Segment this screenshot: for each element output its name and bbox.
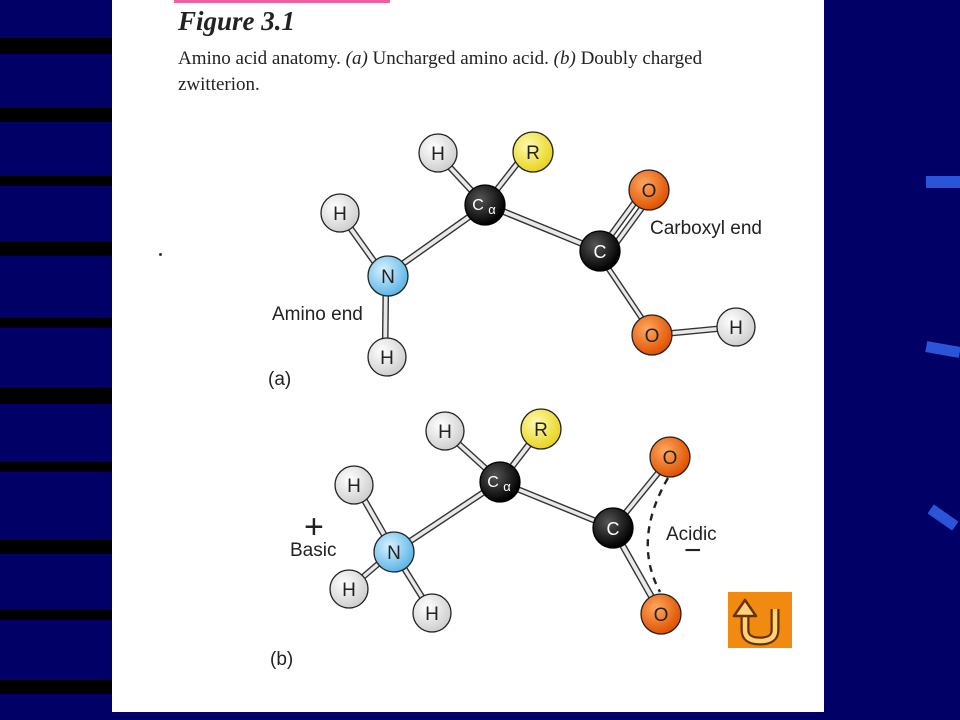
carbon-atom: C xyxy=(579,230,621,272)
bg-stripe xyxy=(0,610,112,620)
panel-a-label: (a) xyxy=(268,369,291,390)
r-group-atom: R xyxy=(520,408,562,450)
carbon-alpha-atom: C α xyxy=(479,461,521,503)
bg-stripe xyxy=(0,38,112,54)
carboxyl-end-label: Carboxyl end xyxy=(650,218,762,239)
panel-a: H R H N H C α xyxy=(268,131,762,390)
amino-end-label: Amino end xyxy=(272,304,363,325)
pink-rule xyxy=(174,0,390,3)
atom-label: H xyxy=(431,144,445,165)
oxygen-atom: O xyxy=(631,314,673,356)
atom-label: O xyxy=(645,326,660,347)
bg-stripe xyxy=(0,318,112,328)
atom-label: C xyxy=(472,197,484,214)
panel-b-label: (b) xyxy=(270,649,293,670)
panel-b: H R H N H H C xyxy=(270,408,717,670)
carbon-alpha-atom: C α xyxy=(464,184,506,226)
plus-sign: + xyxy=(304,508,324,546)
hydrogen-atom: H xyxy=(320,193,360,233)
bg-stripe xyxy=(0,462,112,472)
hydrogen-atom: H xyxy=(418,133,458,173)
molecule-diagram: H R H N H C α xyxy=(268,131,762,670)
bg-stripe xyxy=(0,540,112,554)
u-turn-arrow-icon xyxy=(732,598,780,646)
nitrogen-atom: N xyxy=(373,531,415,573)
oxygen-atom: O xyxy=(649,436,691,478)
caption-b-marker: (b) xyxy=(553,48,576,69)
r-group-atom: R xyxy=(512,131,554,173)
acidic-label: Acidic xyxy=(666,524,717,545)
atom-label: H xyxy=(729,318,743,339)
caption-lead: Amino acid anatomy. xyxy=(178,48,341,69)
bg-stripe xyxy=(0,108,112,122)
atom-label: C xyxy=(594,242,607,262)
atom-subscript: α xyxy=(503,479,511,494)
caption-b-text: Doubly charged xyxy=(580,48,703,69)
atom-label: O xyxy=(654,605,669,626)
oxygen-atom: O xyxy=(628,169,670,211)
hydrogen-atom: H xyxy=(716,307,756,347)
bg-stripe xyxy=(0,388,112,404)
hydrogen-atom: H xyxy=(412,593,452,633)
bg-stripe xyxy=(0,242,112,256)
stray-dot xyxy=(159,253,162,256)
figure-page: Figure 3.1 Amino acid anatomy. (a) Uncha… xyxy=(112,0,824,712)
bg-stripe xyxy=(0,680,112,694)
atom-label: H xyxy=(438,422,452,443)
atom-label: R xyxy=(534,420,548,441)
hydrogen-atom: H xyxy=(367,337,407,377)
atom-label: H xyxy=(380,348,394,369)
right-accent-dash xyxy=(927,504,959,531)
figure-caption: Amino acid anatomy. (a) Uncharged amino … xyxy=(178,46,808,98)
caption-a-text: Uncharged amino acid. xyxy=(372,48,549,69)
caption-a-marker: (a) xyxy=(345,48,368,69)
back-button[interactable] xyxy=(728,592,792,648)
oxygen-atom: O xyxy=(640,593,682,635)
hydrogen-atom: H xyxy=(425,411,465,451)
atom-subscript: α xyxy=(488,202,496,217)
atom-label: H xyxy=(425,604,439,625)
atom-label: O xyxy=(642,181,657,202)
right-accent-dash xyxy=(926,176,960,188)
atom-label: H xyxy=(333,204,347,225)
right-accent-dash xyxy=(925,341,960,358)
figure-title: Figure 3.1 xyxy=(178,6,296,36)
bg-stripe xyxy=(0,176,112,186)
atom-label: O xyxy=(663,448,678,469)
atom-label: R xyxy=(526,143,540,164)
caption-line2: zwitterion. xyxy=(178,74,260,95)
resonance-dashed-arc xyxy=(646,477,670,593)
hydrogen-atom: H xyxy=(334,465,374,505)
atom-label: H xyxy=(347,476,361,497)
bonds-a xyxy=(332,143,739,360)
atom-label: H xyxy=(342,580,356,601)
basic-label: Basic xyxy=(290,540,336,561)
hydrogen-atom: H xyxy=(329,569,369,609)
nitrogen-atom: N xyxy=(367,255,409,297)
atom-label: C xyxy=(607,519,620,539)
atom-label: N xyxy=(387,543,401,564)
minus-sign: − xyxy=(684,534,702,567)
atom-label: C xyxy=(487,474,499,491)
atom-label: N xyxy=(381,267,395,288)
carbon-atom: C xyxy=(592,507,634,549)
